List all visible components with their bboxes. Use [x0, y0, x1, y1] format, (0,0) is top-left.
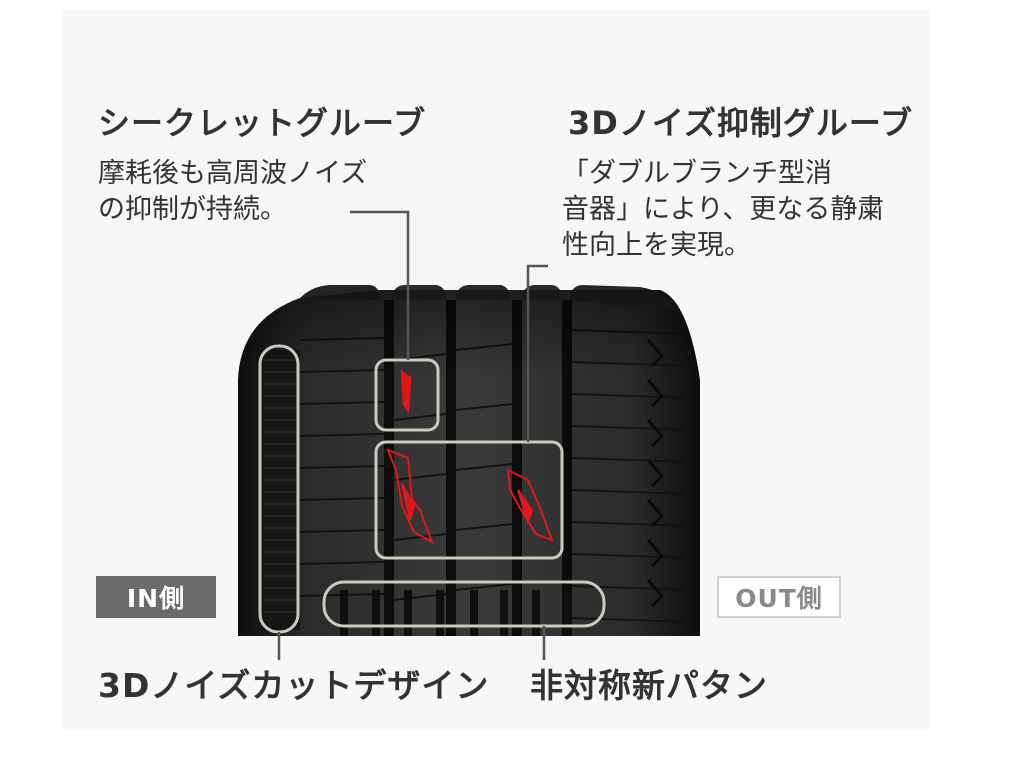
noise-3d-groove-description: 「ダブルブランチ型消 音器」により、更なる静粛 性向上を実現。	[562, 156, 884, 264]
out-side-label: OUT側	[717, 576, 841, 618]
double-branch-silencer-highlight	[386, 448, 554, 545]
asymmetric-pattern-title: 非対称新パタン	[530, 666, 768, 705]
tire-tread	[238, 285, 700, 636]
secret-groove-desc-line-2: の抑制が持続。	[98, 194, 287, 225]
secret-groove-highlight	[400, 369, 412, 414]
secret-groove-desc-line-1: 摩耗後も高周波ノイズ	[98, 158, 368, 189]
secret-groove-title: シークレットグルーブ	[98, 104, 427, 142]
callout-box-3d-groove	[374, 440, 564, 560]
noise-3d-groove-title: 3Dノイズ抑制グルーブ	[568, 104, 913, 142]
noise-3d-groove-desc-line-3: 性向上を実現。	[562, 230, 751, 261]
noise-cut-design-title: 3Dノイズカットデザイン	[98, 666, 490, 705]
noise-3d-groove-desc-line-2: 音器」により、更なる静粛	[562, 194, 885, 225]
callout-box-pattern	[322, 580, 606, 628]
leader-lines	[277, 210, 548, 660]
in-side-label: IN側	[96, 576, 216, 618]
secret-groove-description: 摩耗後も高周波ノイズ の抑制が持続。	[98, 156, 367, 228]
noise-3d-groove-desc-line-1: 「ダブルブランチ型消	[562, 158, 832, 189]
